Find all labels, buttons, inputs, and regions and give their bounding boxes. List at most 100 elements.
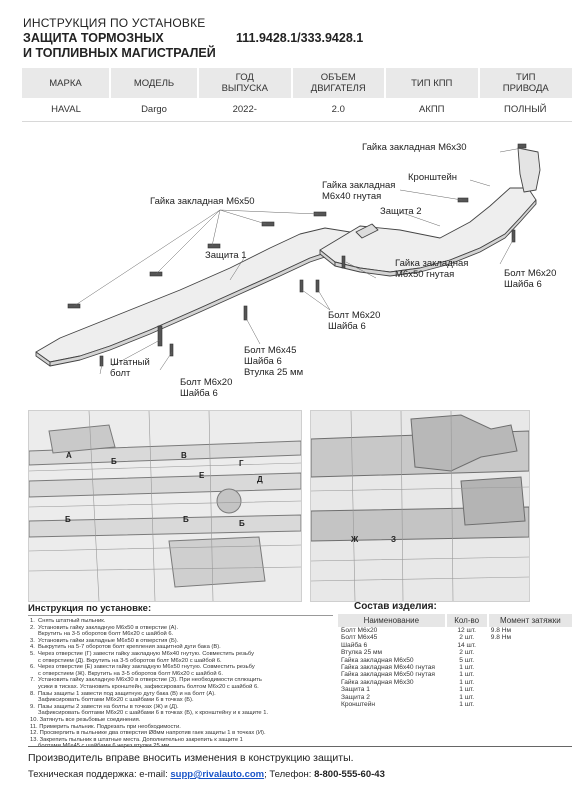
component-torque xyxy=(488,642,572,649)
component-name: Защита 2 xyxy=(341,693,370,701)
photo-marker-a: А xyxy=(66,451,72,460)
component-qty: 1 шт. xyxy=(459,693,475,701)
component-row: Гайка закладная М6х50 5 шт. xyxy=(338,657,572,664)
component-qty: 12 шт. xyxy=(457,627,476,634)
callout-nut-m6x50: Гайка закладная М6х50 xyxy=(150,196,255,207)
component-row: Втулка 25 мм 2 шт. xyxy=(338,649,572,656)
component-torque: 9.8 Нм xyxy=(490,627,512,634)
callout-bolt-m6x20-mid: Болт М6х20 Шайба 6 xyxy=(328,310,381,332)
guard-1-plate xyxy=(35,227,351,363)
spec-header-make: МАРКА xyxy=(22,68,111,98)
support-label: Техническая поддержка: e-mail: xyxy=(28,769,171,780)
component-qty: 1 шт. xyxy=(459,701,475,709)
instruction-step: 7. Установить гайку закладную М6х30 в от… xyxy=(30,677,262,684)
spec-header-engine: ОБЪЕМ ДВИГАТЕЛЯ xyxy=(291,68,386,98)
component-torque xyxy=(488,671,572,678)
instruction-step: 9. Пазы защиты 2 завести на болты в точк… xyxy=(30,703,179,710)
component-row: Гайка закладная М6х50 гнутая 1 шт. xyxy=(338,671,572,678)
guard-assembly-diagram xyxy=(35,143,541,375)
component-torque xyxy=(488,657,572,664)
instruction-step: Зафиксировать болтами М6х20 с шайбами 6 … xyxy=(30,697,194,704)
photo-marker-b3: Б xyxy=(183,515,189,524)
callout-bolt-m6x45: Болт М6х45 Шайба 6 Втулка 25 мм xyxy=(244,345,304,378)
support-email-link[interactable]: supp@rivalauto.com xyxy=(170,769,265,780)
footer-notice: Производитель вправе вносить изменения в… xyxy=(28,752,354,764)
spec-cell-model: Dargo xyxy=(110,98,198,122)
photo-marker-b4: Б xyxy=(239,519,245,528)
component-row: Гайка закладная М6х40 гнутая 1 шт. xyxy=(338,664,572,671)
bracket xyxy=(517,147,541,193)
photo-underbody-after: Ж З xyxy=(310,410,530,602)
photo-before-illustration xyxy=(29,411,301,601)
instruction-step: Вкрутить на 3-5 оборотов болт М6х20 с ша… xyxy=(30,631,174,638)
callout-nut-m6x50-bent: Гайка закладная М6х50 гнутая xyxy=(395,258,469,280)
callout-guard-2: Защита 2 xyxy=(380,206,422,217)
components-header-name: Наименование xyxy=(338,614,447,627)
component-torque xyxy=(488,649,572,656)
doc-type: ИНСТРУКЦИЯ ПО УСТАНОВКЕ xyxy=(23,16,206,30)
spec-cell-drive: ПОЛНЫЙ xyxy=(478,98,572,122)
callout-bolt-m6x20-left: Болт М6х20 Шайба 6 xyxy=(180,377,233,399)
callout-nut-m6x30: Гайка закладная М6х30 xyxy=(362,142,467,153)
photo-marker-d: Д xyxy=(257,475,263,484)
photo-marker-z: З xyxy=(391,535,397,544)
component-row: Защита 2 1 шт. xyxy=(338,694,572,701)
instruction-step: 8. Пазы защиты 1 завести под защитную ду… xyxy=(30,690,216,697)
component-name: Кронштейн xyxy=(341,701,376,709)
spec-header-row: МАРКА МОДЕЛЬ ГОД ВЫПУСКА ОБЪЕМ ДВИГАТЕЛЯ… xyxy=(22,68,572,98)
instruction-step: 1. Снять штатный пыльник. xyxy=(30,618,106,624)
phone-label: ; Телефон: xyxy=(264,769,315,780)
component-torque xyxy=(488,686,572,693)
instruction-step: усики в тисках. Установить кронштейн, за… xyxy=(30,683,259,690)
spec-header-year: ГОД ВЫПУСКА xyxy=(198,68,293,98)
footer-divider xyxy=(28,746,572,747)
instructions-heading: Инструкция по установке: xyxy=(28,603,152,614)
instruction-step: Зафиксировать болтами М6х20 с шайбами 6 … xyxy=(30,710,269,717)
photo-marker-zh: Ж xyxy=(351,535,359,544)
spec-header-model: МОДЕЛЬ xyxy=(110,68,199,98)
instruction-step: 11. Примерить пыльник. Подрезать при нео… xyxy=(30,723,181,730)
support-phone: 8-800-555-60-43 xyxy=(314,769,385,780)
photo-marker-v: В xyxy=(181,451,187,460)
instruction-step: 13. Закрепить пыльник в штатные места. Д… xyxy=(30,736,243,743)
component-qty: 2 шт. xyxy=(459,649,475,657)
component-qty: 1 шт. xyxy=(459,678,475,686)
component-torque xyxy=(488,679,572,686)
callout-bracket: Кронштейн xyxy=(408,172,458,183)
instruction-step: 3. Установить гайки закладные М6х50 в от… xyxy=(30,637,179,644)
spec-header-drive: ТИП ПРИВОДА xyxy=(478,68,572,98)
title-line-1: ЗАЩИТА ТОРМОЗНЫХ xyxy=(23,31,164,45)
photo-marker-g: Г xyxy=(239,459,244,468)
footer-support: Техническая поддержка: e-mail: supp@riva… xyxy=(28,769,385,780)
instruction-step: 4. Выкрутить на 5-7 оборотов болт крепле… xyxy=(30,644,221,651)
vehicle-spec-table: МАРКА МОДЕЛЬ ГОД ВЫПУСКА ОБЪЕМ ДВИГАТЕЛЯ… xyxy=(22,68,572,122)
component-qty: 1 шт. xyxy=(459,686,475,694)
component-qty: 5 шт. xyxy=(459,656,475,664)
photo-after-illustration xyxy=(311,411,529,601)
callout-bolt-m6x20-right: Болт М6х20 Шайба 6 xyxy=(504,268,557,290)
instruction-step: 2. Установить гайку закладную М6х50 в от… xyxy=(30,624,179,631)
photo-marker-b2: Б xyxy=(65,515,71,524)
component-row: Кронштейн 1 шт. xyxy=(338,701,572,708)
component-name: Втулка 25 мм xyxy=(341,649,383,657)
photo-marker-b1: Б xyxy=(111,457,117,466)
spec-header-gearbox: ТИП КПП xyxy=(385,68,480,98)
instruction-step: 12. Просверлить в пыльнике два отверстия… xyxy=(30,730,266,737)
spec-cell-engine: 2.0 xyxy=(291,98,385,122)
components-table: Наименование Кол-во Момент затяжки Болт … xyxy=(338,614,572,708)
component-name: Гайка закладная М6х30 xyxy=(341,678,414,686)
callout-nut-m6x40-bent: Гайка закладная М6х40 гнутая xyxy=(322,180,396,202)
component-name: Гайка закладная М6х50 гнутая xyxy=(341,671,435,679)
component-name: Гайка закладная М6х40 гнутая xyxy=(341,664,435,672)
component-qty: 1 шт. xyxy=(459,664,475,672)
component-torque xyxy=(488,701,572,708)
component-name: Гайка закладная М6х50 xyxy=(341,656,414,664)
instruction-step: с отверстием (Ж). Вкрутить на 3-5 оборот… xyxy=(30,670,224,677)
instructions-divider xyxy=(28,615,333,616)
instruction-step: 10. Затянуть все резьбовые соединения. xyxy=(30,716,141,723)
component-qty: 1 шт. xyxy=(459,671,475,679)
